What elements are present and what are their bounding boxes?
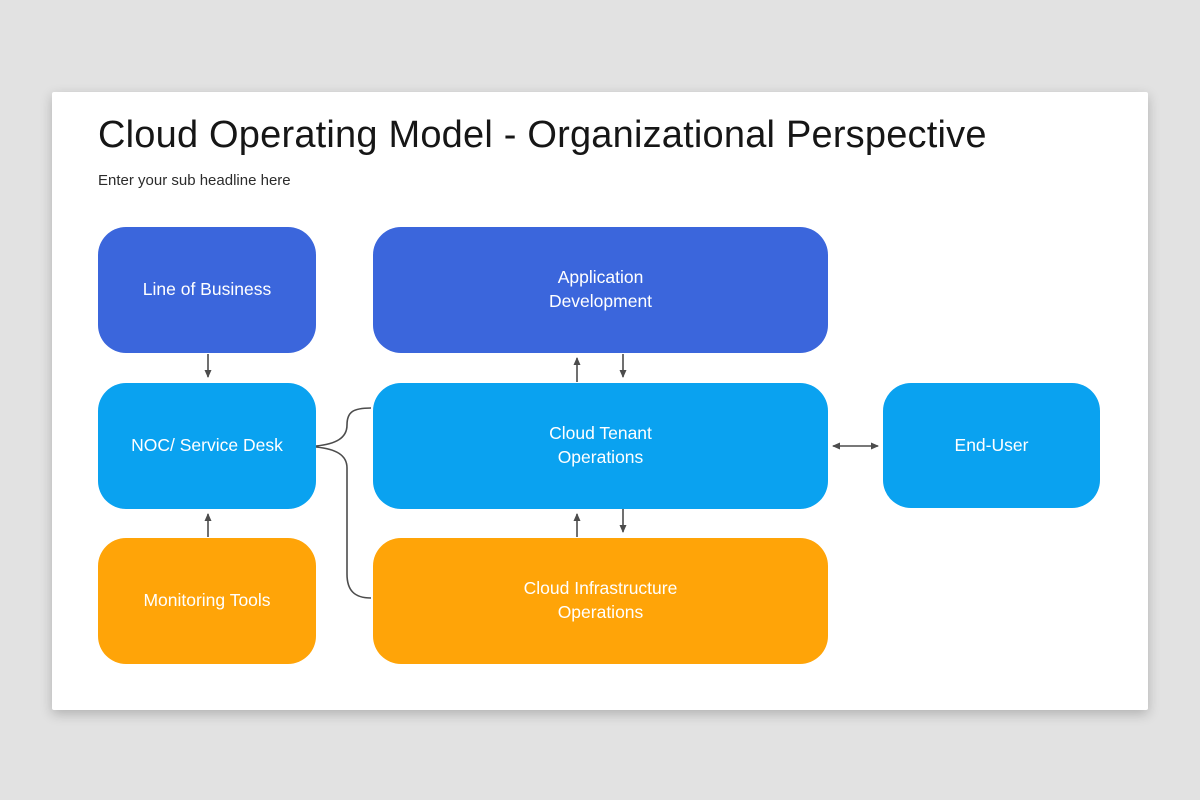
node-application-development-label: Application Development bbox=[548, 267, 653, 311]
slide-card: Cloud Operating Model - Organizational P… bbox=[52, 92, 1148, 710]
node-cloud-infrastructure-operations-label: Cloud Infrastructure Operations bbox=[523, 578, 678, 622]
node-monitoring-tools: Monitoring Tools bbox=[98, 538, 316, 664]
node-noc-service-desk-label: NOC/ Service Desk bbox=[131, 435, 283, 456]
node-cloud-tenant-operations: Cloud Tenant Operations bbox=[373, 383, 828, 509]
node-noc-service-desk: NOC/ Service Desk bbox=[98, 383, 316, 509]
node-cloud-infrastructure-operations: Cloud Infrastructure Operations bbox=[373, 538, 828, 664]
node-cloud-tenant-operations-label: Cloud Tenant Operations bbox=[549, 423, 652, 467]
connector-noc-to-ciops-curve bbox=[315, 446, 372, 599]
connector-noc-to-ctops-curve bbox=[315, 407, 372, 447]
node-monitoring-tools-label: Monitoring Tools bbox=[143, 590, 271, 611]
node-line-of-business: Line of Business bbox=[98, 227, 316, 353]
node-end-user: End-User bbox=[883, 383, 1100, 508]
page-title: Cloud Operating Model - Organizational P… bbox=[98, 114, 987, 156]
node-application-development: Application Development bbox=[373, 227, 828, 353]
node-end-user-label: End-User bbox=[954, 434, 1029, 455]
node-line-of-business-label: Line of Business bbox=[142, 279, 272, 300]
page-subtitle: Enter your sub headline here bbox=[98, 172, 291, 189]
